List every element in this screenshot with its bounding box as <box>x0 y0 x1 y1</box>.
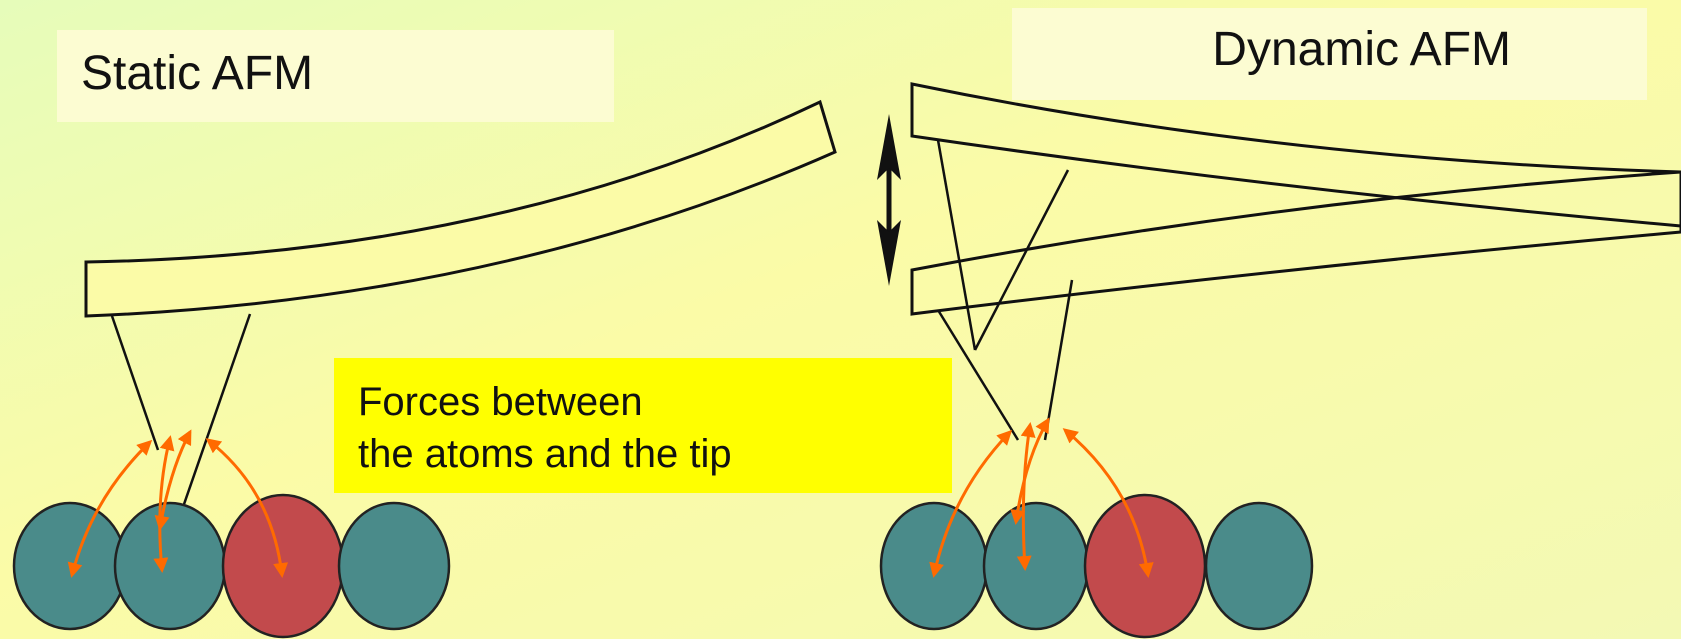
dynamic-atom-2 <box>982 501 1090 631</box>
dynamic-force-arrows <box>929 417 1154 578</box>
dynamic-afm-title: Dynamic AFM <box>1212 23 1511 76</box>
oscillation-arrow <box>877 114 901 286</box>
static-cantilever <box>84 99 837 318</box>
static-atom-2 <box>113 501 227 631</box>
forces-caption: Forces between the atoms and the tip <box>358 380 732 476</box>
static-atom-1 <box>12 501 128 631</box>
dynamic-atom-4 <box>1204 501 1314 631</box>
static-afm-title-box: Static AFM <box>57 30 614 122</box>
static-force-arrows <box>67 429 289 578</box>
dynamic-afm-title-box: Dynamic AFM <box>1012 8 1647 100</box>
static-afm-title: Static AFM <box>81 47 314 100</box>
static-atom-4 <box>337 501 451 631</box>
static-tip <box>110 313 252 511</box>
dynamic-atom-1 <box>879 501 989 631</box>
forces-caption-box: Forces between the atoms and the tip <box>334 358 952 493</box>
dynamic-tips <box>936 139 1074 441</box>
dynamic-cantilever-upper <box>910 82 1681 228</box>
dynamic-cantilever-lower <box>910 170 1681 316</box>
static-atom-3 <box>221 493 345 639</box>
